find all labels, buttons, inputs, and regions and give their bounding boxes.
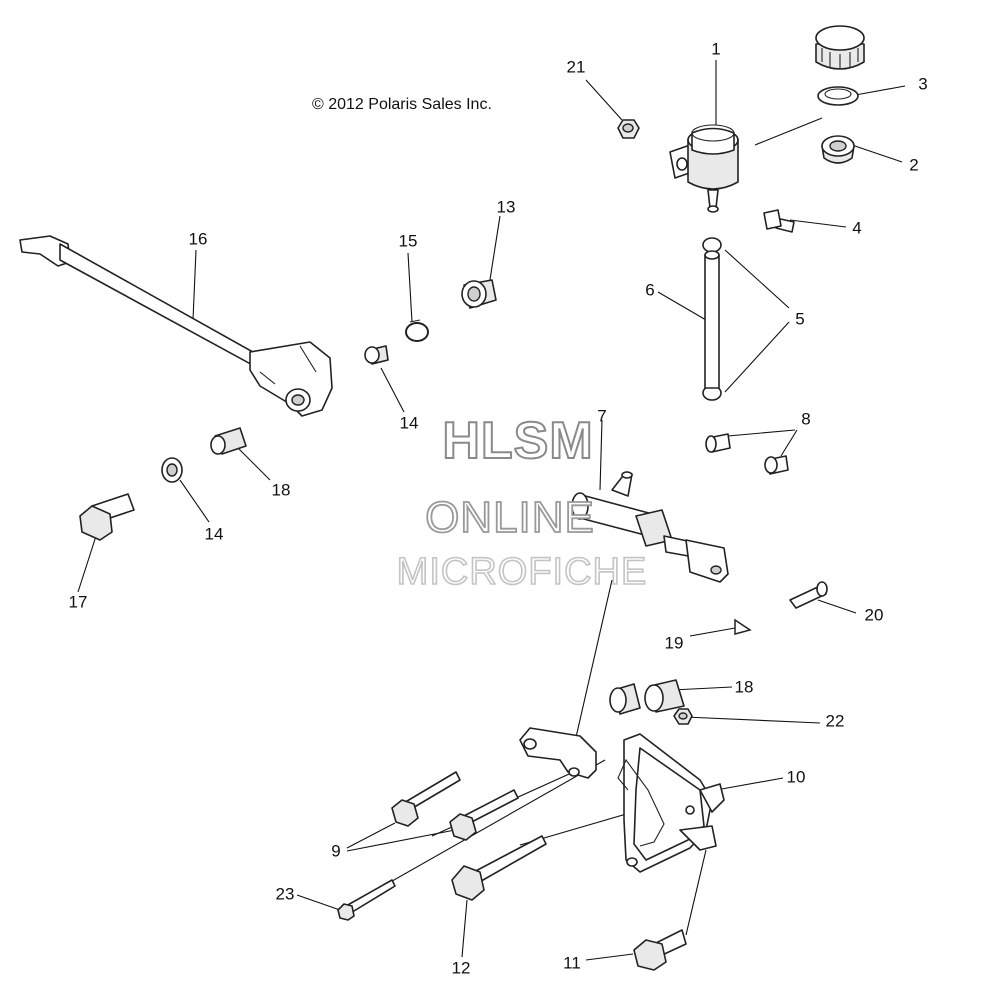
callout-10: 10 (787, 767, 806, 786)
reservoir-part (669, 124, 739, 213)
callout-7: 7 (597, 406, 606, 425)
callout-19: 19 (665, 633, 684, 652)
callout-12: 12 (452, 958, 471, 977)
flange-bushing-upper-part (364, 345, 389, 365)
diaphragm-part (817, 86, 859, 106)
clip-part (405, 319, 429, 342)
watermark-line1: HLSM (442, 412, 593, 470)
callout-14a: 14 (400, 413, 419, 432)
callout-2: 2 (909, 155, 918, 174)
callout-8: 8 (801, 409, 810, 428)
short-bolt-part (337, 879, 396, 921)
hose-part (704, 250, 720, 389)
callout-16: 16 (189, 229, 208, 248)
sleeve-upper-part (210, 427, 247, 455)
flange-bolt-part (633, 929, 687, 971)
callout-11: 11 (563, 953, 581, 972)
nut-part (617, 119, 640, 139)
cotter-pin-part (734, 618, 752, 635)
screw-part (763, 209, 795, 233)
callout-5: 5 (795, 309, 804, 328)
callout-18a: 18 (272, 480, 291, 499)
pivot-bolt-part (79, 493, 135, 541)
mounting-bolt-part (451, 835, 547, 901)
callout-14b: 14 (205, 524, 224, 543)
long-bolt-upper-part (391, 771, 461, 827)
callout-9: 9 (331, 841, 340, 860)
watermark-line2: ONLINE (425, 493, 595, 542)
seal-part (821, 135, 855, 164)
lock-nut-part (673, 708, 693, 725)
long-bolt-lower-part (449, 789, 519, 841)
brake-rod-part (19, 235, 333, 417)
callout-15: 15 (399, 231, 418, 250)
callout-18b: 18 (735, 677, 754, 696)
callout-23: 23 (276, 884, 295, 903)
watermark-line3: MICROFICHE (397, 551, 648, 593)
pedal-bracket-part (519, 727, 725, 873)
watermark: HLSM ONLINE MICROFICHE (396, 411, 648, 594)
callout-6: 6 (645, 280, 654, 299)
flange-bushing-lower-part (161, 457, 183, 483)
callout-20: 20 (865, 605, 884, 624)
callout-22: 22 (826, 711, 845, 730)
callout-labels: 1 2 3 4 5 6 7 8 9 10 11 12 13 14 14 15 1… (69, 39, 928, 977)
sleeve-lower-part (609, 679, 685, 715)
master-cylinder-part (571, 471, 729, 583)
hose-clamp-part (702, 237, 722, 401)
callout-1: 1 (711, 39, 720, 58)
copyright-text: © 2012 Polaris Sales Inc. (312, 96, 492, 113)
callout-3: 3 (918, 74, 927, 93)
callout-13: 13 (497, 197, 516, 216)
callout-17: 17 (69, 592, 88, 611)
clevis-pin-part (789, 581, 828, 609)
callout-21: 21 (567, 57, 586, 76)
bushing-part (461, 279, 497, 309)
fitting-part (705, 433, 789, 475)
callout-4: 4 (852, 218, 861, 237)
reservoir-cap-part (815, 25, 865, 70)
